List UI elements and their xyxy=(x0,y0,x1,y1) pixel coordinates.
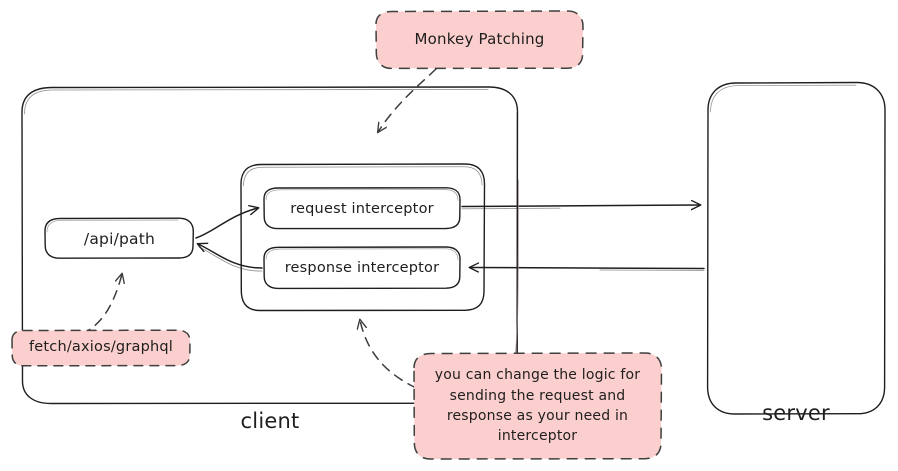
request-interceptor-box[interactable] xyxy=(263,187,461,230)
connector-fetch-to-api xyxy=(81,274,122,335)
fetch-axios-graphql-note[interactable] xyxy=(12,330,190,366)
response-interceptor-node[interactable] xyxy=(264,247,460,288)
sticky-note-monkey-patching[interactable] xyxy=(375,10,584,70)
server-container xyxy=(706,81,886,415)
sticky-note-interceptor-note[interactable] xyxy=(413,352,663,460)
connector-note-to-interceptors xyxy=(360,320,417,389)
request-interceptor-node[interactable] xyxy=(264,188,460,229)
api-path-node[interactable] xyxy=(45,218,194,259)
connector-response-to-api xyxy=(198,244,263,272)
connector-server-to-response xyxy=(470,268,705,271)
sticky-note-fetch-axios-graphql[interactable] xyxy=(11,329,191,367)
api-path-box[interactable] xyxy=(44,217,194,259)
response-interceptor-box[interactable] xyxy=(263,246,461,290)
connector-api-to-request xyxy=(195,208,258,239)
connector-monkey-to-interceptors xyxy=(378,68,437,132)
interceptor-explanation-note[interactable] xyxy=(414,353,661,459)
connector-request-to-server xyxy=(461,205,700,209)
monkey-patching-note[interactable] xyxy=(376,11,583,68)
